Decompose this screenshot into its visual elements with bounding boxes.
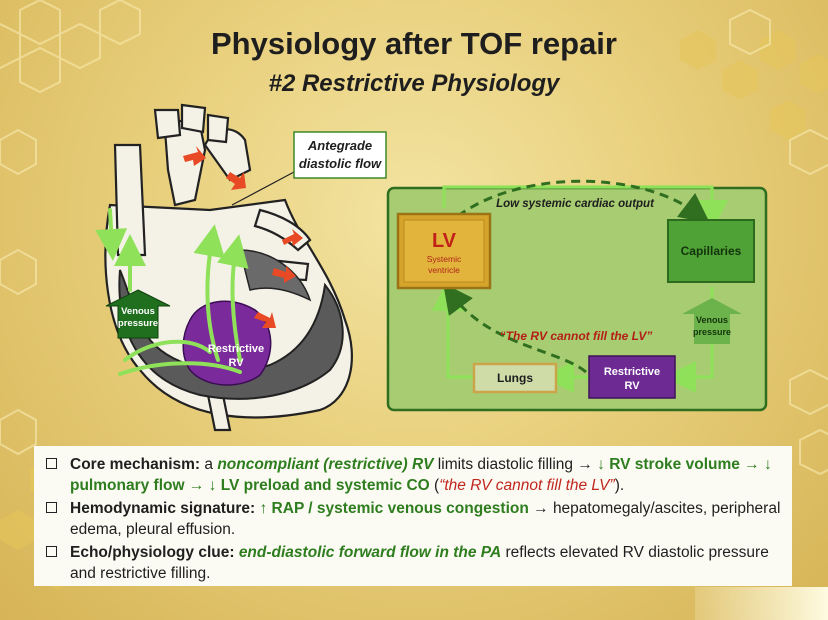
callout-line-2: diastolic flow — [299, 156, 382, 171]
circuit-venous-label-2: pressure — [693, 327, 731, 337]
bullet-segment: reflects elevated RV diastolic pressure … — [70, 544, 769, 582]
key-points-box: Core mechanism: a noncompliant (restrict… — [34, 446, 792, 586]
bullet-segment: a — [200, 456, 218, 473]
capillaries-box — [667, 219, 755, 283]
circuit-venous-label-1: Venous — [696, 315, 728, 325]
slide-title: Physiology after TOF repair — [211, 26, 617, 61]
lv-label: LV — [432, 230, 457, 252]
bullet-hemodynamic-signature: Hemodynamic signature: ↑ RAP / systemic … — [46, 498, 782, 540]
bullet-segment: ( — [429, 477, 440, 494]
checkbox-bullet-icon — [46, 502, 57, 513]
corner-glow — [695, 587, 828, 620]
slide-subtitle: #2 Restrictive Physiology — [268, 70, 560, 97]
circuit-rv-label-2: RV — [624, 380, 640, 392]
bullet-segment: ). — [614, 477, 625, 494]
restrictive-rv-box — [588, 355, 676, 399]
lungs-label: Lungs — [497, 371, 533, 385]
bullet-core-mechanism: Core mechanism: a noncompliant (restrict… — [46, 454, 782, 496]
bullet-text: Echo/physiology clue: end-diastolic forw… — [70, 544, 769, 582]
callout-line-1: Antegrade — [307, 138, 372, 153]
bullet-echo-clue: Echo/physiology clue: end-diastolic forw… — [46, 542, 782, 584]
lungs-box — [472, 362, 558, 394]
bullet-segment: Hemodynamic signature: — [70, 500, 256, 517]
heart-venous-label-1: Venous — [121, 306, 155, 317]
circuit-venous-pressure-arrow — [682, 298, 742, 344]
low-cardiac-output-label: Low systemic cardiac output — [496, 198, 655, 210]
capillaries-label: Capillaries — [681, 244, 742, 258]
venous-pressure-arrow — [105, 289, 171, 339]
lv-sub-1: Systemic — [427, 254, 462, 264]
rv-cannot-fill-quote: “The RV cannot fill the LV” — [500, 329, 653, 343]
bullet-segment: → hepatomegaly/ascites, peripheral edema… — [70, 500, 781, 538]
bullet-segment: “the RV cannot fill the LV” — [439, 477, 615, 494]
bullet-text: Hemodynamic signature: ↑ RAP / systemic … — [70, 500, 780, 538]
bullet-segment: ↑ RAP / systemic venous congestion — [259, 500, 529, 517]
antegrade-callout-box — [293, 131, 387, 179]
bullet-segment: end-diastolic forward flow in the PA — [238, 544, 502, 561]
bullet-segment: ↓ RV stroke volume → ↓ pulmonary flow → … — [70, 456, 772, 494]
bullet-segment: Echo/physiology clue: — [70, 544, 235, 561]
lv-sub-2: ventricle — [428, 265, 460, 275]
checkbox-bullet-icon — [46, 458, 57, 469]
heart-venous-label-2: pressure — [118, 318, 158, 329]
bullet-segment: noncompliant (restrictive) RV — [217, 456, 434, 473]
bullet-segment: Core mechanism: — [70, 456, 201, 473]
circuit-rv-label-1: Restrictive — [604, 366, 660, 378]
heart-rv-label-1: Restrictive — [208, 343, 264, 355]
checkbox-bullet-icon — [46, 546, 57, 557]
heart-rv-label-2: RV — [228, 357, 244, 369]
bullet-text: Core mechanism: a noncompliant (restrict… — [70, 456, 772, 494]
bullet-segment: limits diastolic filling → — [433, 456, 598, 473]
